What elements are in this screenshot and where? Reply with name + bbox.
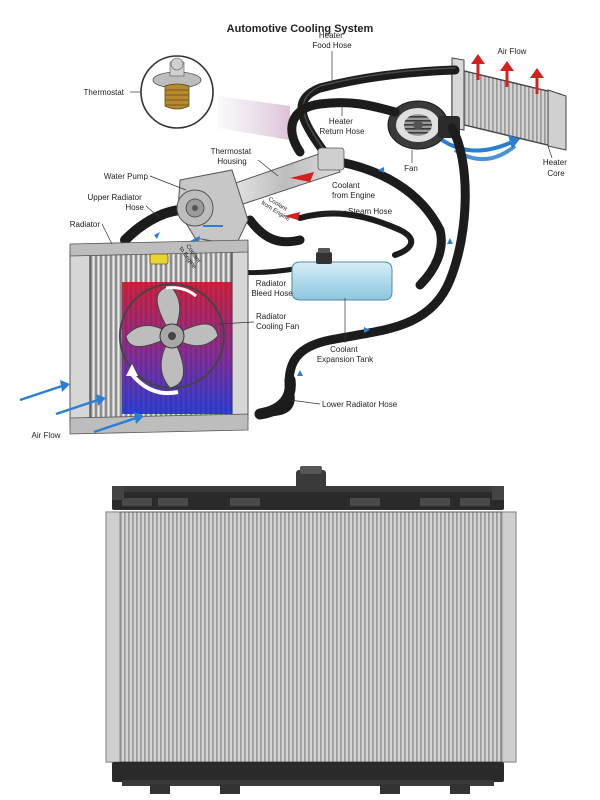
lower-radiator-hose <box>254 374 296 420</box>
label-coolant-from-engine-small: Coolant from Engine <box>260 197 291 223</box>
label-thermostat: Thermostat <box>84 88 125 97</box>
radiator-product-image <box>105 466 517 794</box>
steam-hose <box>297 210 415 258</box>
label-lower-radiator-hose: Lower Radiator Hose <box>322 400 398 409</box>
radiator-cooling-fan <box>119 283 225 395</box>
label-water-pump: Water Pump <box>104 172 149 181</box>
heater-return-hose <box>287 98 400 157</box>
heater-food-hose <box>297 65 460 165</box>
label-coolant-from-engine: Coolant from Engine <box>332 181 376 200</box>
label-heater-food-hose: Heater Food Hose <box>312 31 352 50</box>
hoses <box>120 65 470 420</box>
label-radiator-bleed-hose: Radiator Bleed Hose <box>251 279 293 298</box>
label-air-flow-bottom: Air Flow <box>32 431 61 440</box>
radiator-diagram <box>69 239 249 435</box>
air-flow-arrows-bottom <box>19 384 137 434</box>
thermostat-inset: Thermostat <box>84 55 290 140</box>
water-pump <box>176 169 249 248</box>
coolant-from-engine-hose <box>335 157 446 290</box>
label-thermostat-housing: Thermostat Housing <box>211 147 254 166</box>
label-fan: Fan <box>404 164 418 173</box>
heater-core <box>451 57 567 151</box>
diagram-title: Automotive Cooling System <box>227 23 374 35</box>
upper-radiator-hose <box>120 205 185 245</box>
coolant-expansion-tank <box>291 248 393 343</box>
label-heater-core: Heater Core <box>543 158 569 178</box>
air-flow-arrows-top <box>471 54 544 94</box>
label-heater-return-hose: Heater Return Hose <box>320 117 365 136</box>
label-air-flow-top: Air Flow <box>498 47 527 56</box>
label-upper-radiator-hose: Upper Radiator Hose <box>88 193 145 212</box>
label-radiator: Radiator <box>70 220 101 229</box>
thermostat-housing <box>229 147 345 220</box>
label-coolant-expansion-tank: Coolant Expansion Tank <box>317 345 374 364</box>
pump-loop-hose <box>245 215 305 247</box>
label-steam-hose: Steam Hose <box>348 207 393 216</box>
label-radiator-cooling-fan: Radiator Cooling Fan <box>256 312 299 331</box>
